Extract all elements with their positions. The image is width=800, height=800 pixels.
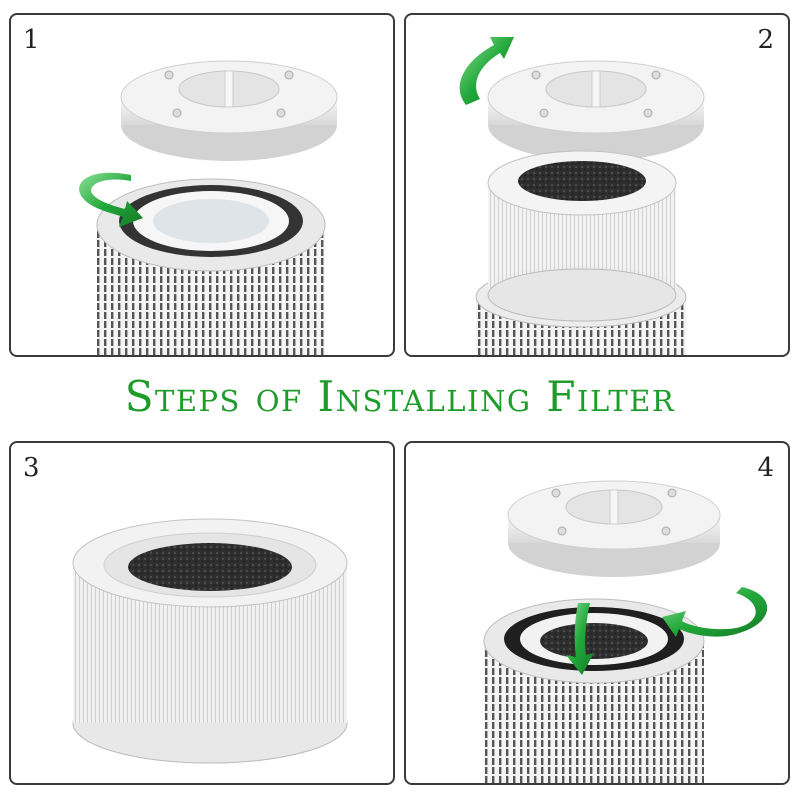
insert-arrow-icon: [566, 603, 594, 675]
purifier-body: [483, 598, 705, 783]
step-2-panel: 2: [404, 13, 790, 357]
step-4-panel: 4: [404, 441, 790, 785]
page-title: Steps of Installing Filter: [124, 372, 676, 421]
rotate-arrow-icon: [662, 587, 768, 637]
step-3-illustration: [72, 518, 348, 764]
purifier-body: [96, 178, 326, 355]
step-1-illustration: [79, 60, 338, 355]
step-number: 4: [757, 453, 774, 483]
filter-lid: [120, 60, 338, 161]
filter-lid: [487, 60, 705, 161]
step-1-panel: 1: [9, 13, 395, 357]
filter-cartridge: [72, 518, 348, 764]
step-3-panel: 3: [9, 441, 395, 785]
step-number: 3: [23, 453, 40, 483]
filter-lid: [507, 480, 721, 577]
step-number: 2: [757, 25, 774, 55]
step-4-illustration: [483, 480, 768, 783]
filter-cartridge: [487, 150, 677, 322]
rotate-arrow-icon: [79, 172, 143, 227]
lift-arrow-icon: [459, 37, 514, 105]
step-2-illustration: [459, 37, 705, 355]
step-number: 1: [23, 25, 40, 55]
